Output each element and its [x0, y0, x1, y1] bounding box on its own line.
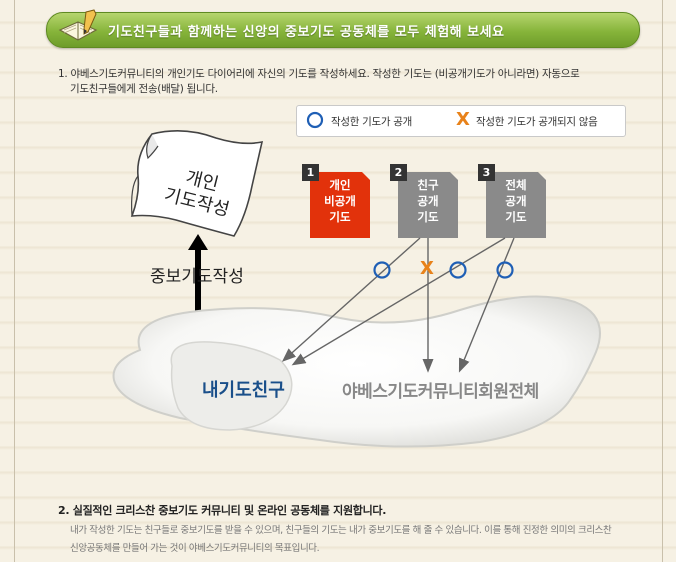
box1-number: 1: [302, 164, 319, 181]
step1-line1: 1. 야베스기도커뮤니티의 개인기도 다이어리에 자신의 기도를 작성하세요. …: [58, 68, 580, 80]
legend-box: [296, 105, 626, 137]
banner-title: 기도친구들과 함께하는 신앙의 중보기도 공동체를 모두 체험해 보세요: [108, 25, 505, 40]
box2-label-line1: 친구: [417, 178, 439, 192]
box2-label: 친구 공개 기도: [398, 177, 458, 225]
x-legend-icon: X: [456, 109, 470, 130]
circle-marker-3: [496, 261, 514, 279]
box-private-prayer: 1 개인 비공개 기도: [302, 164, 370, 238]
box2-number: 2: [390, 164, 407, 181]
arrow-public-to-me: [291, 237, 506, 366]
right-border-line: [662, 0, 663, 562]
x-marker: X: [420, 258, 434, 279]
legend-public-text: 작성한 기도가 공개: [331, 116, 412, 128]
box2-label-line2: 공개: [417, 194, 439, 208]
step2-desc-line1: 내가 작성한 기도는 친구들로 중보기도를 받을 수 있으며, 친구들의 기도는…: [70, 525, 612, 536]
box1-label-line2: 비공개: [324, 194, 356, 208]
up-arrow-icon: [188, 234, 208, 320]
left-border-line: [14, 0, 15, 562]
box3-label: 전체 공개 기도: [486, 177, 546, 225]
paper-note-icon: [130, 130, 264, 237]
box3-shape: [486, 172, 546, 238]
box1-shape: [310, 172, 370, 238]
step1-line2: 기도친구들에게 전송(배달) 됩니다.: [70, 83, 218, 95]
box1-label-line3: 기도: [329, 210, 351, 224]
circle-marker-2: [449, 261, 467, 279]
box1-label-line1: 개인: [329, 178, 351, 192]
box-friend-prayer: 2 친구 공개 기도: [390, 164, 458, 238]
book-pen-icon: [58, 9, 98, 41]
all-members-label: 야베스기도커뮤니티회원전체: [342, 382, 539, 402]
circle-marker-1: [373, 261, 391, 279]
box3-number: 3: [478, 164, 495, 181]
box3-label-line3: 기도: [505, 210, 527, 224]
box-public-prayer: 3 전체 공개 기도: [478, 164, 546, 238]
my-friends-label: 내기도친구: [202, 380, 285, 401]
title-banner: [46, 12, 640, 48]
step2-desc-line2: 신앙공동체를 만들어 가는 것이 야베스기도커뮤니티의 목표입니다.: [70, 543, 320, 554]
box2-label-line3: 기도: [417, 210, 439, 224]
step2-title: 2. 실질적인 크리스찬 중보기도 커뮤니티 및 온라인 공동체를 지원합니다.: [58, 504, 387, 517]
community-cloud-shape: [112, 295, 601, 448]
arrow-friend-to-me: [281, 237, 421, 362]
box3-label-line2: 공개: [505, 194, 527, 208]
box2-shape: [398, 172, 458, 238]
box3-label-line1: 전체: [505, 178, 527, 192]
side-label: 중보기도작성: [150, 267, 244, 287]
arrow-public-to-all: [458, 237, 515, 373]
box1-label: 개인 비공개 기도: [310, 177, 370, 225]
legend-not-public-text: 작성한 기도가 공개되지 않음: [476, 116, 598, 128]
circle-legend-icon: [306, 111, 324, 129]
